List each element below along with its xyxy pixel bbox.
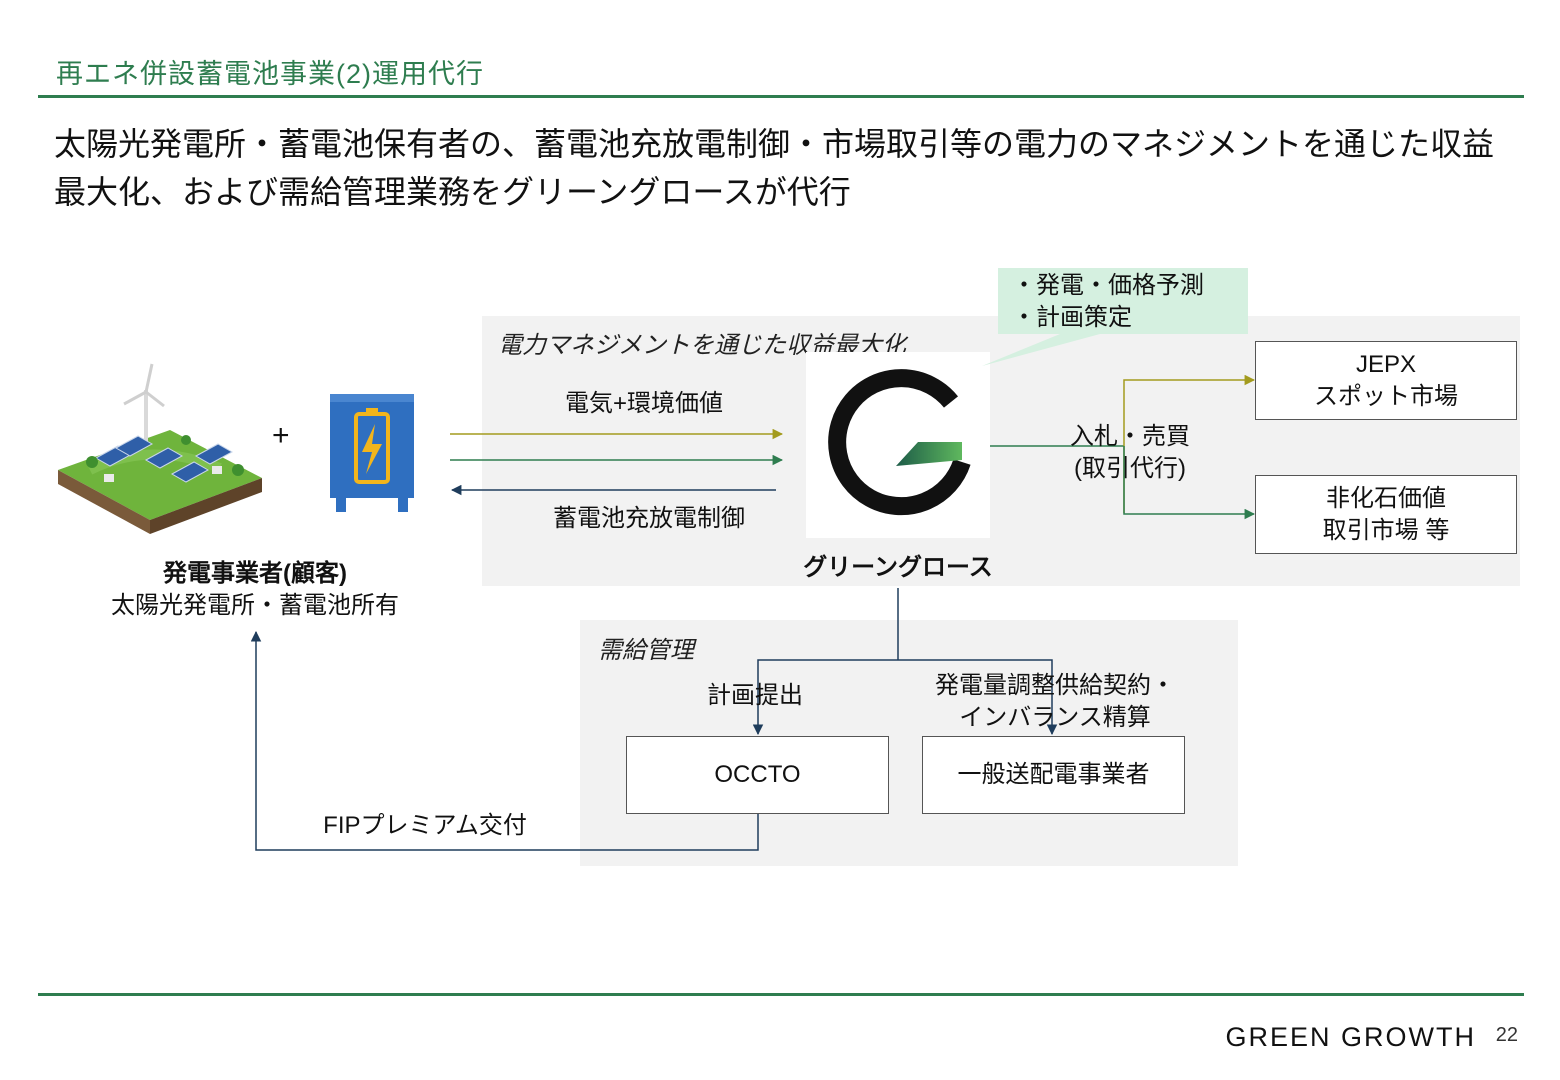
trade-label-line: 入札・売買	[1070, 423, 1190, 450]
jepx-box: JEPX スポット市場	[1255, 341, 1517, 420]
td-operator-label: 一般送配電事業者	[957, 761, 1150, 788]
note-line: ・発電・価格予測	[1012, 272, 1204, 299]
jepx-line: JEPX	[1355, 350, 1417, 378]
section-title: 再エネ併設蓄電池事業(2)運用代行	[56, 59, 484, 89]
company-name: グリーングロース	[803, 554, 993, 581]
page-number: 22	[1495, 1024, 1518, 1046]
footer-brand-logo: GREEN GROWTH	[1225, 1022, 1476, 1052]
battery-control-label: 蓄電池充放電制御	[553, 505, 745, 532]
nonfossil-line: 取引市場 等	[1322, 516, 1450, 544]
note-line: ・計画策定	[1012, 304, 1132, 331]
plus-sign: +	[272, 419, 290, 452]
occto-box: OCCTO	[626, 736, 889, 814]
trade-label-line: (取引代行)	[1074, 455, 1186, 482]
jepx-line: スポット市場	[1314, 382, 1458, 410]
supply-zone-label: 需給管理	[598, 637, 694, 664]
td-operator-box: 一般送配電事業者	[922, 736, 1185, 814]
nonfossil-line: 非化石価値	[1326, 484, 1446, 512]
forecast-note: ・発電・価格予測 ・計画策定	[998, 268, 1248, 334]
contract-label-line: インバランス精算	[959, 704, 1151, 731]
occto-label: OCCTO	[714, 761, 801, 788]
nonfossil-market-box: 非化石価値 取引市場 等	[1255, 475, 1517, 554]
plan-submission-label: 計画提出	[707, 682, 803, 709]
header-divider	[38, 95, 1524, 98]
power-flow-label: 電気+環境価値	[564, 390, 723, 417]
contract-label-line: 発電量調整供給契約・	[935, 672, 1175, 699]
customer-subtitle: 太陽光発電所・蓄電池所有	[111, 592, 399, 619]
battery-icon	[330, 394, 414, 512]
headline: 太陽光発電所・蓄電池保有者の、蓄電池充放電制御・市場取引等の電力のマネジメントを…	[54, 126, 1495, 210]
customer-title: 発電事業者(顧客)	[163, 560, 347, 587]
footer-divider	[38, 993, 1524, 996]
solar-wind-farm-icon	[58, 363, 262, 534]
fip-premium-label: FIPプレミアム交付	[323, 812, 527, 839]
green-growth-logo-icon	[828, 369, 971, 516]
